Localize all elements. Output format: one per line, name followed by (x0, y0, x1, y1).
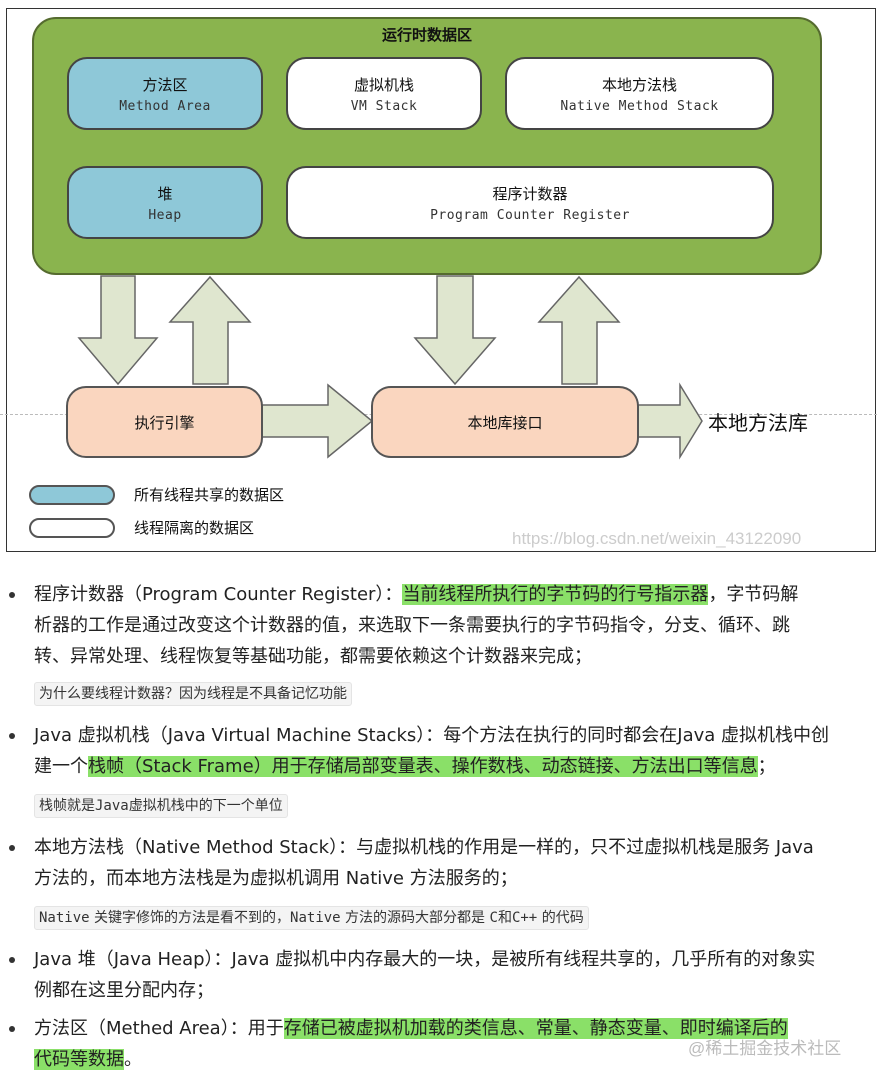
heap-label-en: Heap (148, 207, 182, 223)
highlight: 当前线程所执行的字节码的行号指示器 (402, 584, 709, 605)
list-item-native-stack: 本地方法栈（Native Method Stack）：与虚拟机栈的作用是一样的，… (34, 837, 814, 889)
method-area-label: 方法区 (142, 75, 188, 94)
legend-isolated-label: 线程隔离的数据区 (134, 519, 255, 537)
highlight: 栈帧（Stack Frame）用于存储局部变量表、操作数栈、动态链接、方法出口等… (88, 756, 758, 777)
highlight: 代码等数据 (34, 1049, 124, 1070)
heap-label: 堆 (157, 184, 173, 203)
down-arrow-icon (77, 275, 159, 386)
pc-register-box: 程序计数器 Program Counter Register (286, 166, 774, 239)
execution-engine-box: 执行引擎 (66, 386, 263, 458)
pc-register-label: 程序计数器 (492, 184, 568, 203)
pc-register-label-en: Program Counter Register (430, 207, 630, 223)
method-area-box: 方法区 Method Area (67, 57, 263, 130)
right-arrow-icon (637, 382, 703, 460)
note-pc: 为什么要线程计数器？因为线程是不具备记忆功能 (34, 682, 352, 706)
csdn-watermark: https://blog.csdn.net/weixin_43122090 (512, 529, 802, 548)
native-interface-box: 本地库接口 (371, 386, 639, 458)
juejin-watermark: @稀土掘金技术社区 (688, 1039, 842, 1058)
vm-stack-label-en: VM Stack (350, 98, 418, 114)
native-interface-label: 本地库接口 (467, 413, 543, 432)
method-area-label-en: Method Area (119, 98, 211, 114)
native-stack-box: 本地方法栈 Native Method Stack (505, 57, 774, 130)
highlight: 存储已被虚拟机加载的类信息、常量、静态变量、即时编译后的 (283, 1018, 788, 1039)
legend-shared-swatch (29, 485, 115, 505)
native-stack-label: 本地方法栈 (601, 75, 677, 94)
legend-isolated-swatch (29, 518, 115, 538)
up-arrow-icon (537, 275, 621, 385)
native-library-label: 本地方法库 (708, 411, 808, 435)
bullet (9, 1026, 15, 1032)
diagram-arrows (77, 275, 703, 460)
heap-box: 堆 Heap (67, 166, 263, 239)
list-item-heap: Java 堆（Java Heap）：Java 虚拟机中内存最大的一块，是被所有线… (34, 949, 816, 1001)
bullet (9, 845, 15, 851)
bullet (9, 733, 15, 739)
diagram-frame (6, 8, 876, 552)
down-arrow-icon (413, 275, 497, 386)
up-arrow-icon (168, 275, 252, 385)
vm-stack-box: 虚拟机栈 VM Stack (286, 57, 482, 130)
native-stack-label-en: Native Method Stack (560, 98, 719, 114)
bullet (9, 592, 15, 598)
note-vm-stack: 栈帧就是Java虚拟机栈中的下一个单位 (34, 794, 288, 818)
list-item-method-area: 方法区（Methed Area）：用于存储已被虚拟机加载的类信息、常量、静态变量… (34, 1018, 788, 1070)
list-item-vm-stack: Java 虚拟机栈（Java Virtual Machine Stacks）：每… (34, 725, 830, 777)
list-item-pc: 程序计数器（Program Counter Register）：当前线程所执行的… (34, 584, 799, 667)
execution-engine-label: 执行引擎 (134, 413, 195, 432)
right-arrow-icon (261, 383, 374, 459)
runtime-data-area-title: 运行时数据区 (381, 26, 472, 44)
bullet (9, 957, 15, 963)
note-native-stack: Native 关键字修饰的方法是看不到的，Native 方法的源码大部分都是 C… (34, 906, 589, 930)
vm-stack-label: 虚拟机栈 (353, 75, 414, 94)
legend-shared-label: 所有线程共享的数据区 (134, 486, 285, 504)
